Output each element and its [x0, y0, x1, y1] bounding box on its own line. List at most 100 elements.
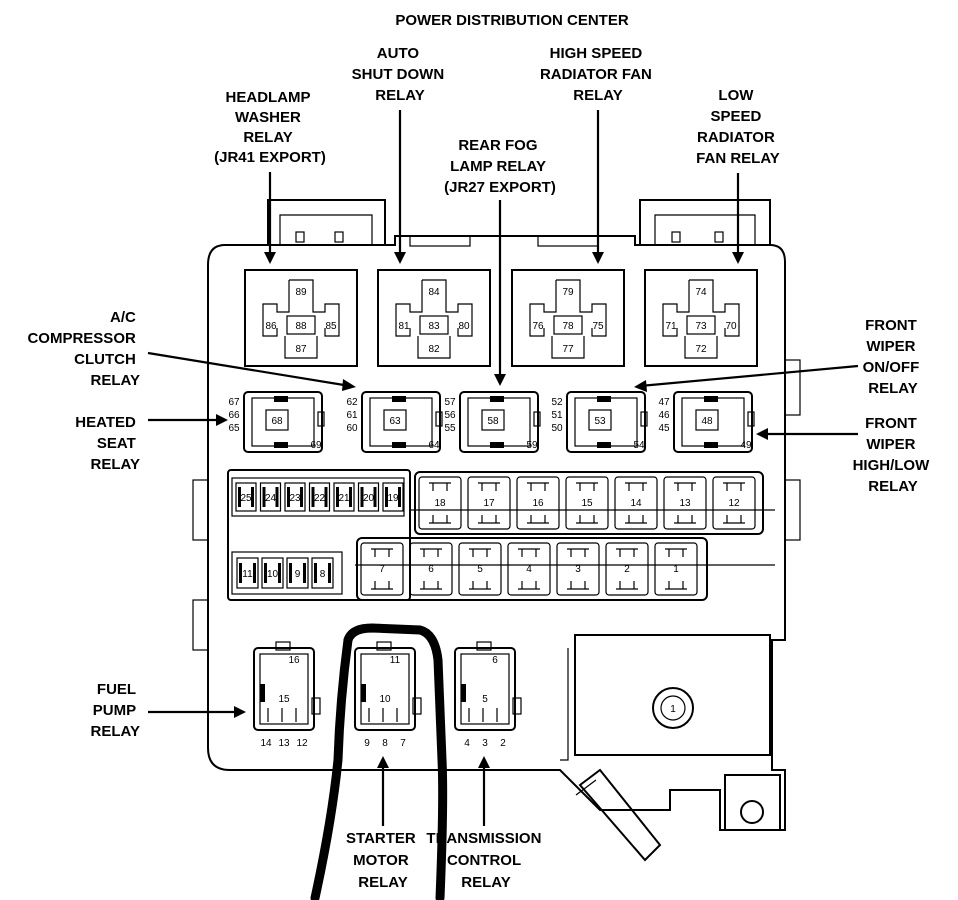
relay-pin-label: 55 [444, 423, 456, 434]
fuse-number: 12 [728, 498, 740, 509]
stud-label: 1 [670, 704, 676, 715]
label-heated-seat-relay: HEATED SEAT RELAY [75, 414, 140, 473]
cartridge-fuse: 2 [605, 542, 649, 596]
cartridge-fuse: 5 [458, 542, 502, 596]
relay-pin-label: 13 [278, 738, 290, 749]
callout-wiper-hilo: FRONT WIPER HIGH/LOW RELAY [756, 415, 934, 495]
fuse-number: 25 [240, 493, 252, 504]
cartridge-fuse-block-bottom [356, 537, 708, 601]
mini-fuse: 8 [311, 557, 334, 589]
fuse-number: 21 [338, 493, 350, 504]
cartridge-fuse: 18 [418, 476, 462, 530]
relay-pin-label: 68 [271, 416, 283, 427]
fuse-number: 13 [679, 498, 691, 509]
cartridge-fuse-row-top: 18 17 16 15 14 13 12 [418, 476, 756, 530]
label-low-speed-fan-relay: LOW SPEED RADIATOR FAN RELAY [696, 87, 780, 167]
label-front-wiper-hilo-relay: FRONT WIPER HIGH/LOW RELAY [853, 415, 934, 495]
cartridge-fuse: 4 [507, 542, 551, 596]
pdc-housing: 1 [192, 199, 801, 862]
relay-pin-label: 11 [390, 655, 401, 666]
cartridge-fuse: 13 [663, 476, 707, 530]
relay-pin-label: 4 [464, 738, 470, 749]
relay-pin-label: 60 [346, 423, 358, 434]
callout-transmission-control: TRANSMISSION CONTROL RELAY [426, 756, 541, 891]
callout-fuel-pump: FUEL PUMP RELAY [91, 681, 246, 740]
relay-pin-label: 49 [740, 440, 752, 451]
callout-heated-seat: HEATED SEAT RELAY [75, 414, 228, 473]
label-high-speed-fan-relay: HIGH SPEED RADIATOR FAN RELAY [540, 45, 656, 104]
fuse-number: 17 [483, 498, 495, 509]
callout-ac-compressor: A/C COMPRESSOR CLUTCH RELAY [27, 309, 356, 391]
callout-wiper-onoff: FRONT WIPER ON/OFF RELAY [634, 317, 919, 397]
mini-fuse-block-top [227, 469, 411, 601]
diagram-title: POWER DISTRIBUTION CENTER [395, 12, 629, 29]
stud-ring [652, 687, 694, 729]
relay-pin-label: 76 [532, 321, 544, 332]
cartridge-fuse: 7 [360, 542, 404, 596]
relay-pin-label: 52 [551, 397, 563, 408]
fuse-number: 3 [575, 564, 581, 575]
mini-fuse-block-bottom [231, 551, 343, 595]
cartridge-fuse: 14 [614, 476, 658, 530]
relay-pin-label: 78 [562, 321, 574, 332]
cartridge-fuse-block-top [414, 471, 764, 535]
relay-pin-label: 56 [444, 410, 456, 421]
relay-pin-label: 89 [295, 287, 307, 298]
relay-pin-label: 8 [382, 738, 388, 749]
relay-pin-label: 84 [428, 287, 440, 298]
relay-pin-label: 2 [500, 738, 506, 749]
relay-pin-label: 61 [346, 410, 358, 421]
relay-pin-label: 70 [725, 321, 737, 332]
relay-pin-label: 12 [296, 738, 308, 749]
label-starter-motor-relay: STARTER MOTOR RELAY [346, 830, 420, 891]
relay-pin-label: 46 [658, 410, 670, 421]
relay-pin-label: 85 [325, 321, 337, 332]
fuse-number: 2 [624, 564, 630, 575]
relay-pin-label: 58 [487, 416, 499, 427]
relay-pin-label: 64 [428, 440, 440, 451]
fuse-number: 15 [581, 498, 593, 509]
relay-pin-label: 45 [658, 423, 670, 434]
relay-pin-label: 81 [398, 321, 410, 332]
callout-auto-shutdown: AUTO SHUT DOWN RELAY [352, 45, 449, 264]
cartridge-fuse: 15 [565, 476, 609, 530]
mini-fuse: 22 [308, 482, 331, 512]
relay-pin-label: 5 [482, 694, 488, 705]
relay-pin-label: 48 [701, 416, 713, 427]
relay-pin-label: 6 [492, 655, 498, 666]
fuse-number: 6 [428, 564, 434, 575]
label-rear-fog-relay: REAR FOG LAMP RELAY (JR27 EXPORT) [444, 137, 556, 196]
relay-pin-label: 15 [278, 694, 290, 705]
mini-fuse: 11 [236, 557, 259, 589]
callout-low-speed-fan: LOW SPEED RADIATOR FAN RELAY [696, 87, 780, 264]
fuse-number: 14 [630, 498, 642, 509]
relay-pin-label: 71 [665, 321, 677, 332]
fuse-number: 7 [379, 564, 385, 575]
label-auto-shutdown-relay: AUTO SHUT DOWN RELAY [352, 45, 449, 104]
mini-fuse: 24 [259, 482, 282, 512]
relay-pin-label: 74 [695, 287, 707, 298]
relay-pin-label: 77 [562, 344, 574, 355]
relay-pin-label: 65 [228, 423, 240, 434]
callout-headlamp-washer: HEADLAMP WASHER RELAY (JR41 EXPORT) [214, 89, 326, 264]
relay-pin-label: 47 [658, 397, 670, 408]
relay-pin-label: 62 [346, 397, 358, 408]
fuse-number: 16 [532, 498, 544, 509]
relay-pin-label: 57 [444, 397, 456, 408]
fuse-number: 10 [267, 569, 279, 580]
relay-pin-label: 67 [228, 397, 240, 408]
fuse-number: 22 [314, 493, 326, 504]
mid-relay-row: 6766656869626160636457565558595251505354… [228, 391, 755, 453]
mini-fuse: 23 [284, 482, 306, 512]
